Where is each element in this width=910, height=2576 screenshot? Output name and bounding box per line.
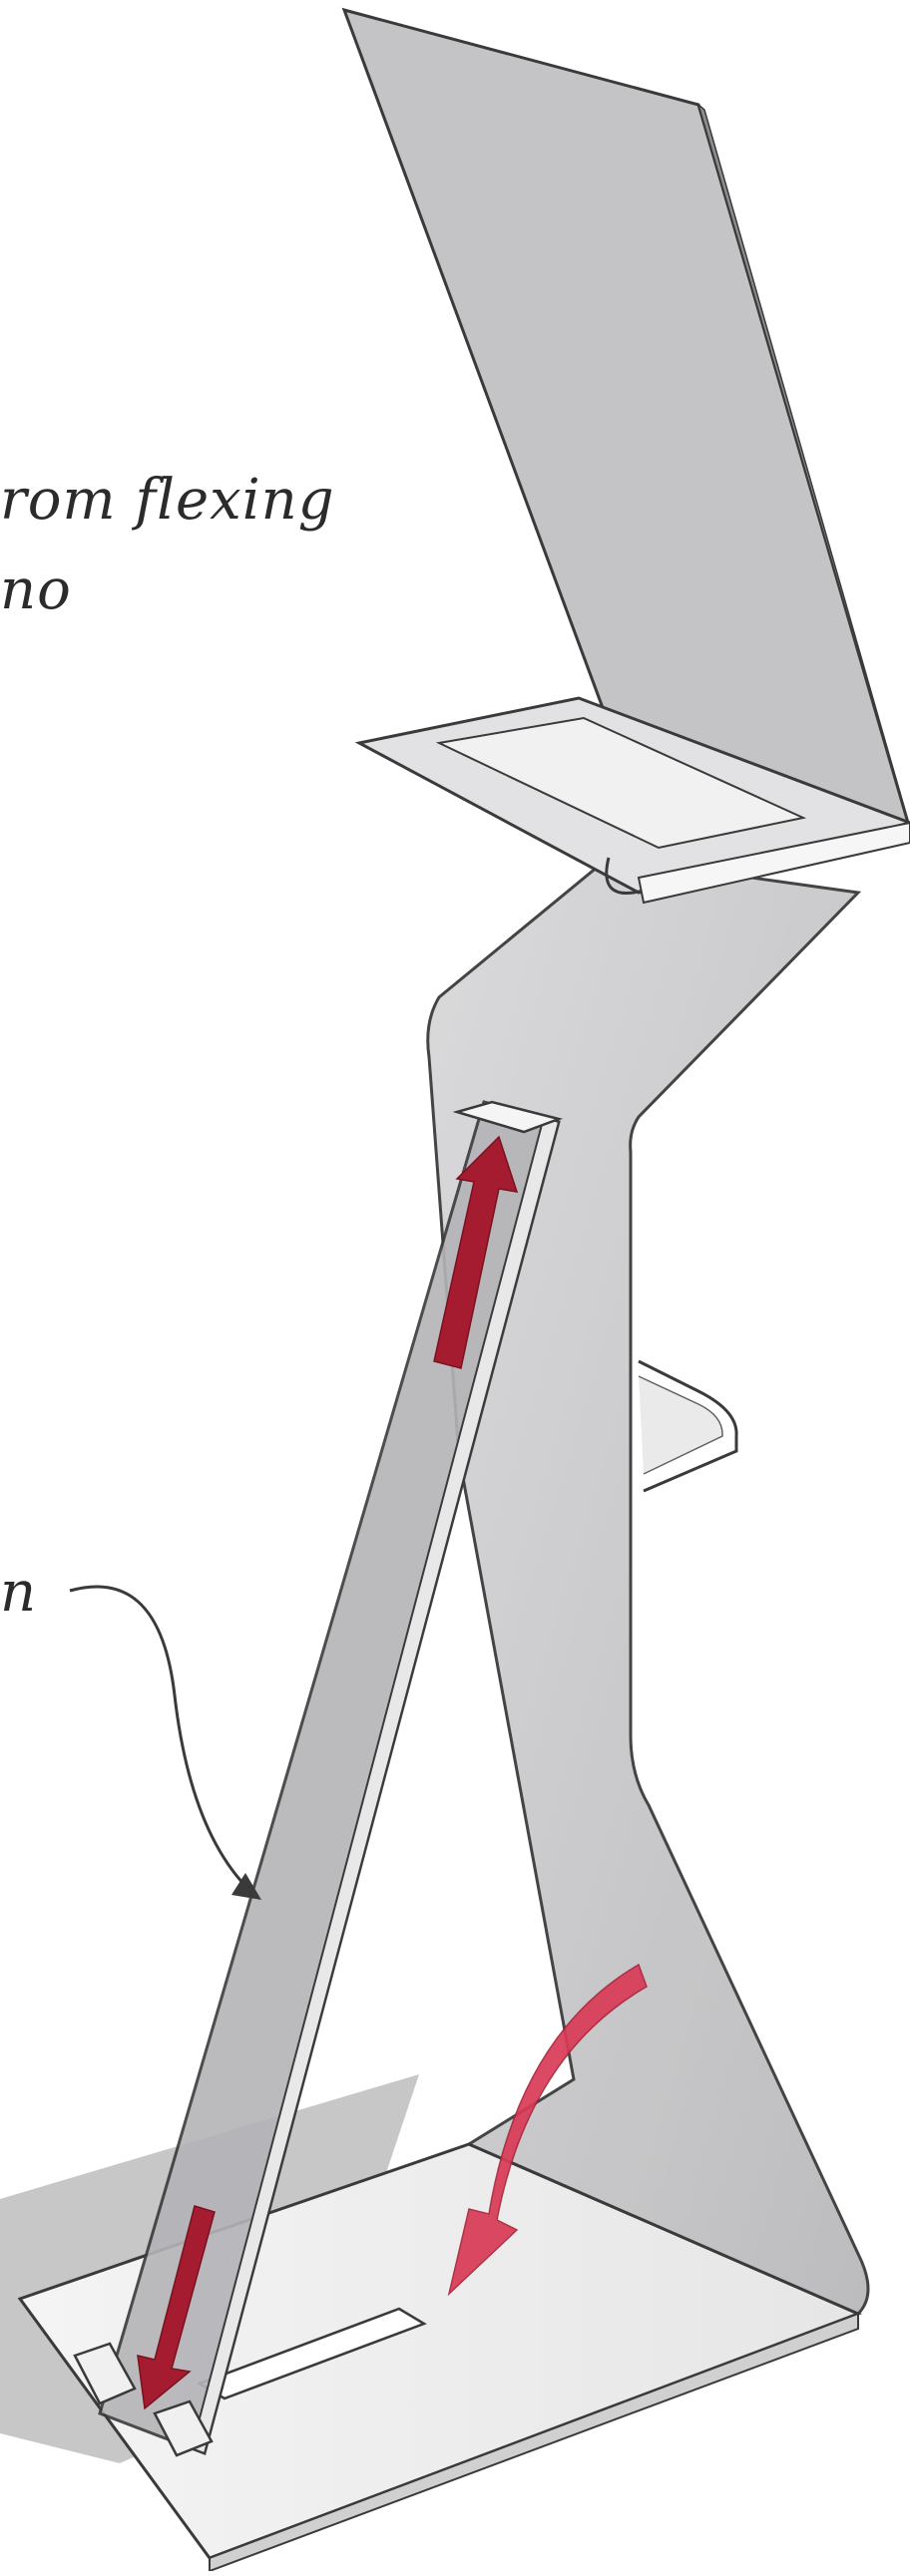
annotation-top-line1: rom flexing [0,469,335,533]
upright-panel [428,858,868,2314]
annotation-middle: n [0,1561,37,1625]
annotation-top-line2: no [0,558,72,622]
back-top-panel [344,10,908,823]
leader-curve [70,1587,244,1885]
side-hook-inner [639,1376,722,1474]
